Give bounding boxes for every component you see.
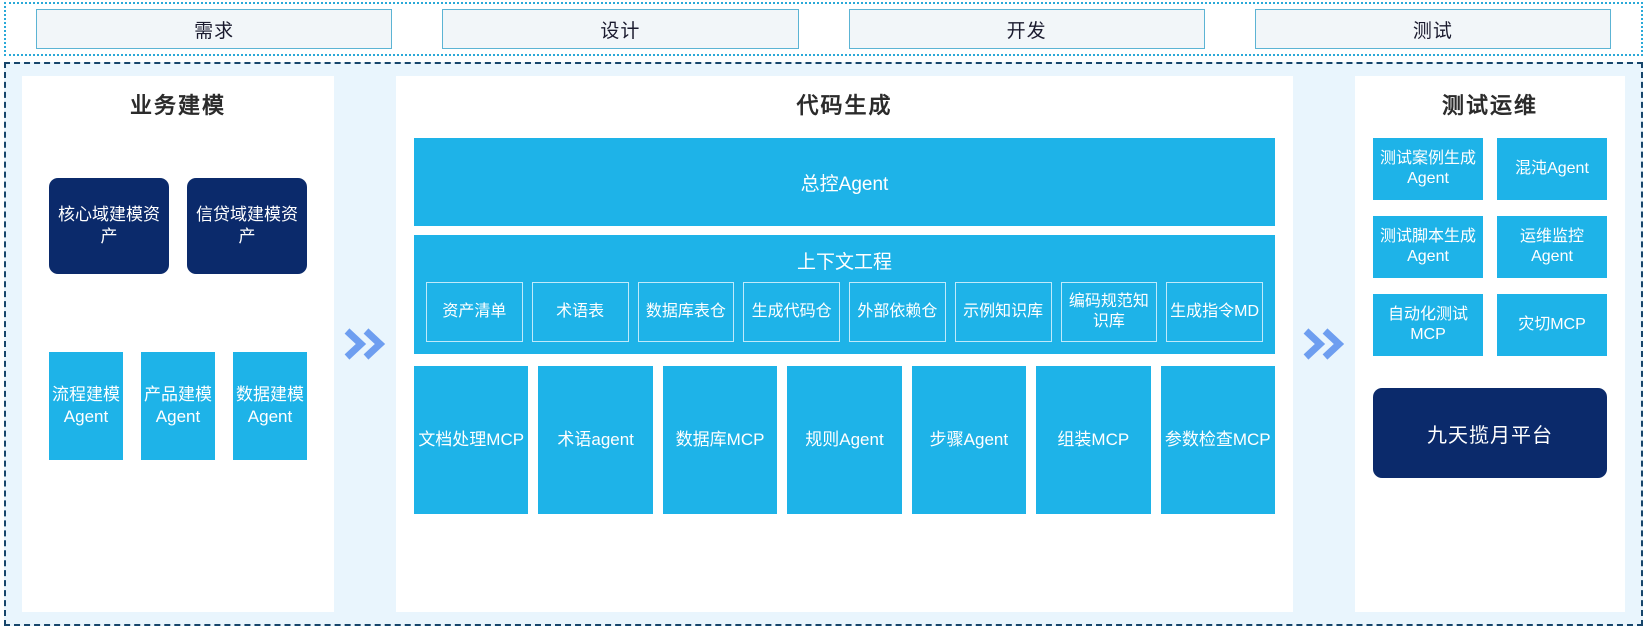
tool-card-label: 术语agent xyxy=(557,429,634,449)
asset-card-credit-domain[interactable]: 信贷域建模资产 xyxy=(187,178,307,274)
phase-label: 需求 xyxy=(194,20,235,42)
phase-box-design[interactable]: 设计 xyxy=(442,9,799,49)
tool-card-label: 参数检查MCP xyxy=(1164,429,1271,449)
context-item-external-dependency-repo[interactable]: 外部依赖仓 xyxy=(849,282,946,342)
tool-card-glossary-agent[interactable]: 术语agent xyxy=(538,366,653,514)
asset-card-label: 信贷域建模资产 xyxy=(196,204,298,246)
context-item-example-knowledge-base[interactable]: 示例知识库 xyxy=(954,282,1052,342)
modeling-agent-data[interactable]: 数据建模Agent xyxy=(233,352,307,460)
panel-title-business-modeling: 业务建模 xyxy=(129,93,226,118)
context-item-label: 外部依赖仓 xyxy=(857,303,938,320)
modeling-agent-label: 数据建模Agent xyxy=(236,384,304,426)
context-engineering-block: 上下文工程 资产清单 术语表 数据库表仓 生成代码仓 外部依赖仓 示例知识库 编… xyxy=(414,235,1275,354)
master-agent-card[interactable]: 总控Agent xyxy=(414,138,1275,226)
context-item-generation-instruction-md[interactable]: 生成指令MD xyxy=(1166,282,1263,342)
asset-card-core-domain[interactable]: 核心域建模资产 xyxy=(49,178,169,274)
asset-card-row: 核心域建模资产 信贷域建模资产 xyxy=(49,178,307,274)
test-ops-card-label: 自动化测试MCP xyxy=(1387,305,1468,343)
phase-box-testing[interactable]: 测试 xyxy=(1254,9,1611,49)
main-container: 业务建模 核心域建模资产 信贷域建模资产 流程建模Agent 产品建模Agent… xyxy=(4,62,1643,626)
tool-card-label: 步骤Agent xyxy=(929,429,1009,449)
phase-label: 设计 xyxy=(600,20,641,42)
test-ops-card-label: 测试脚本生成Agent xyxy=(1379,227,1476,265)
context-item-label: 编码规范知识库 xyxy=(1068,293,1149,330)
context-item-glossary[interactable]: 术语表 xyxy=(531,282,629,342)
test-ops-card-label: 测试案例生成Agent xyxy=(1379,149,1476,187)
tool-card-document-processing-mcp[interactable]: 文档处理MCP xyxy=(414,366,529,514)
phase-bar: 需求 设计 开发 测试 xyxy=(4,2,1643,56)
phase-box-development[interactable]: 开发 xyxy=(848,9,1205,49)
test-ops-card-label: 混沌Agent xyxy=(1515,159,1589,177)
tool-card-step-agent[interactable]: 步骤Agent xyxy=(911,366,1027,514)
test-ops-card-chaos-agent[interactable]: 混沌Agent xyxy=(1497,138,1607,200)
modeling-agent-label: 产品建模Agent xyxy=(144,384,212,426)
tool-card-label: 数据库MCP xyxy=(675,429,765,449)
panel-title-code-generation: 代码生成 xyxy=(796,93,893,118)
modeling-agent-row: 流程建模Agent 产品建模Agent 数据建模Agent xyxy=(49,352,307,460)
context-item-label: 示例知识库 xyxy=(963,303,1044,320)
test-ops-card-ops-monitoring-agent[interactable]: 运维监控Agent xyxy=(1497,216,1607,278)
test-ops-card-grid: 测试案例生成Agent 混沌Agent 测试脚本生成Agent 运维监控Agen… xyxy=(1373,138,1607,356)
panel-title-test-ops: 测试运维 xyxy=(1441,93,1538,118)
tool-card-database-mcp[interactable]: 数据库MCP xyxy=(662,366,778,514)
test-ops-card-label: 运维监控Agent xyxy=(1519,227,1584,265)
context-item-generated-code-repo[interactable]: 生成代码仓 xyxy=(743,282,840,342)
panel-test-ops: 测试运维 测试案例生成Agent 混沌Agent 测试脚本生成Agent 运维监… xyxy=(1355,76,1625,612)
phase-box-requirements[interactable]: 需求 xyxy=(36,9,393,49)
test-ops-card-test-case-generation-agent[interactable]: 测试案例生成Agent xyxy=(1373,138,1483,200)
context-item-label: 术语表 xyxy=(556,303,605,320)
platform-card-label: 九天揽月平台 xyxy=(1427,424,1553,447)
tool-card-parameter-check-mcp[interactable]: 参数检查MCP xyxy=(1160,366,1275,514)
panel-business-modeling: 业务建模 核心域建模资产 信贷域建模资产 流程建模Agent 产品建模Agent… xyxy=(22,76,334,612)
context-item-label: 数据库表仓 xyxy=(645,303,726,320)
phase-label: 开发 xyxy=(1006,20,1047,42)
modeling-agent-label: 流程建模Agent xyxy=(52,384,120,426)
master-agent-label: 总控Agent xyxy=(800,173,889,195)
test-ops-card-automated-test-mcp[interactable]: 自动化测试MCP xyxy=(1373,294,1483,356)
context-item-row: 资产清单 术语表 数据库表仓 生成代码仓 外部依赖仓 示例知识库 编码规范知识库… xyxy=(426,282,1263,342)
modeling-agent-process[interactable]: 流程建模Agent xyxy=(49,352,123,460)
modeling-agent-product[interactable]: 产品建模Agent xyxy=(141,352,215,460)
test-ops-card-disaster-switch-mcp[interactable]: 灾切MCP xyxy=(1497,294,1607,356)
double-chevron-right-icon-left xyxy=(334,76,396,612)
asset-card-label: 核心域建模资产 xyxy=(58,204,160,246)
test-ops-card-label: 灾切MCP xyxy=(1518,315,1586,333)
tool-card-label: 规则Agent xyxy=(805,429,884,449)
context-item-label: 资产清单 xyxy=(442,303,507,320)
panel-code-generation: 代码生成 总控Agent 上下文工程 资产清单 术语表 数据库表仓 生成代码仓 … xyxy=(396,76,1293,612)
context-item-label: 生成指令MD xyxy=(1170,303,1260,320)
tool-card-rule-agent[interactable]: 规则Agent xyxy=(787,366,902,514)
platform-card-jiutian-lanyue[interactable]: 九天揽月平台 xyxy=(1373,388,1607,478)
context-item-label: 生成代码仓 xyxy=(751,303,832,320)
tool-card-label: 组装MCP xyxy=(1057,429,1130,449)
context-engineering-title: 上下文工程 xyxy=(796,252,892,273)
phase-label: 测试 xyxy=(1412,20,1453,42)
context-item-coding-standard-knowledge-base[interactable]: 编码规范知识库 xyxy=(1060,282,1158,342)
double-chevron-right-icon-right xyxy=(1293,76,1355,612)
test-ops-card-test-script-generation-agent[interactable]: 测试脚本生成Agent xyxy=(1373,216,1483,278)
context-item-db-table-repo[interactable]: 数据库表仓 xyxy=(637,282,735,342)
context-item-asset-list[interactable]: 资产清单 xyxy=(426,282,523,342)
tool-card-assembly-mcp[interactable]: 组装MCP xyxy=(1036,366,1151,514)
code-generation-body: 总控Agent 上下文工程 资产清单 术语表 数据库表仓 生成代码仓 外部依赖仓… xyxy=(396,120,1293,528)
tool-card-row: 文档处理MCP 术语agent 数据库MCP 规则Agent 步骤Agent 组… xyxy=(414,366,1275,514)
tool-card-label: 文档处理MCP xyxy=(418,429,525,449)
